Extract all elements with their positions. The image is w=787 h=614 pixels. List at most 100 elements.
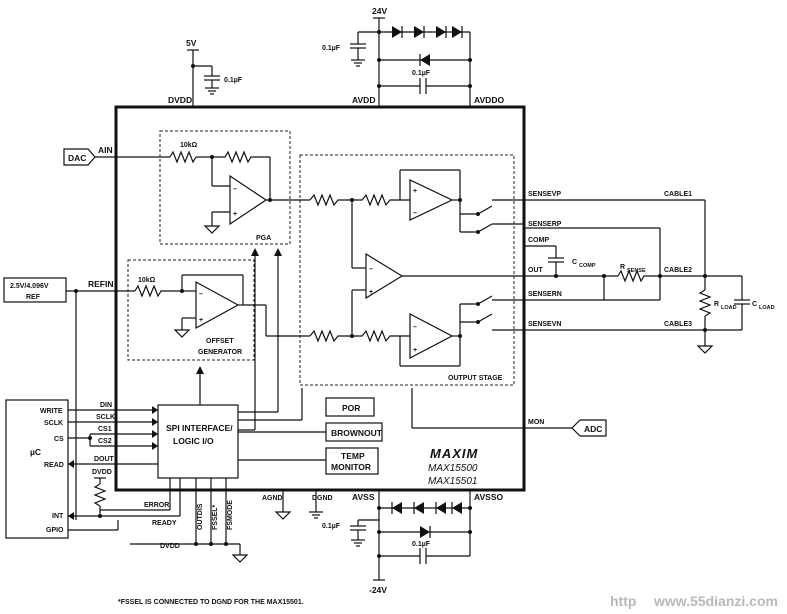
label-adc: ADC: [584, 424, 602, 434]
label-5v: 5V: [186, 38, 197, 48]
part-number-2: MAX15501: [428, 476, 477, 487]
pin-ready: READY: [152, 520, 177, 527]
pin-senserp: SENSERP: [528, 221, 562, 228]
label-neg24v: -24V: [369, 585, 387, 595]
label-output-stage: OUTPUT STAGE: [448, 375, 503, 382]
label-brownout: BROWNOUT: [331, 428, 383, 438]
label-cable2: CABLE2: [664, 267, 692, 274]
label-por: POR: [342, 403, 360, 413]
pin-sensern: SENSERN: [528, 291, 562, 298]
diode-reverse-bottom: [420, 526, 430, 538]
watermark: www.55dianzi.com: [653, 593, 778, 609]
pin-agnd: AGND: [262, 495, 283, 502]
svg-text:+: +: [369, 289, 373, 296]
opamp-sense-p: [409, 179, 454, 221]
label-r-offset: 10kΩ: [138, 277, 156, 284]
label-c-comp: C: [572, 259, 577, 266]
svg-text:–: –: [199, 291, 203, 298]
resistor-os-top-2: [352, 193, 410, 207]
svg-text:–: –: [413, 324, 417, 331]
label-dvdd-bottom: DVDD: [160, 543, 180, 550]
label-uc: µC: [30, 447, 41, 457]
resistor-sense: [617, 269, 705, 283]
pin-dvdd-top: DVDD: [168, 95, 192, 105]
pin-avddo: AVDDO: [474, 95, 504, 105]
pin-avdd: AVDD: [352, 95, 375, 105]
label-cable1: CABLE1: [664, 191, 692, 198]
label-c-avdd-avddo: 0.1µF: [412, 70, 431, 77]
uc-pin-sclk: SCLK: [44, 420, 63, 427]
output-stage-block: [299, 154, 515, 386]
resistor-os-bot-2: [352, 329, 410, 343]
pin-dgnd: DGND: [312, 495, 333, 502]
uc-pin-write: WRITE: [40, 408, 63, 415]
uc-pin-cs: CS: [54, 436, 64, 443]
label-r-load-sub: LOAD: [721, 305, 737, 311]
svg-text:+: +: [413, 347, 417, 354]
resistor-os-bot-1: [309, 329, 352, 343]
diode-reverse-top: [420, 54, 430, 66]
adc-block: [571, 419, 607, 437]
svg-text:+: +: [413, 188, 417, 195]
pin-error: ERROR: [144, 502, 169, 509]
label-ref-line2: REF: [26, 294, 41, 301]
microcontroller-block: [5, 399, 69, 539]
pga-block: [159, 130, 291, 245]
pin-fssel: FSSEL*: [212, 504, 219, 530]
pin-outdis: OUTDIS: [197, 503, 204, 530]
label-dac: DAC: [68, 153, 86, 163]
pin-dout: DOUT: [94, 456, 115, 463]
spi-interface-block: [157, 404, 239, 479]
resistor-load: [698, 289, 712, 317]
part-number-1: MAX15500: [428, 463, 478, 474]
label-r-sense: R: [620, 264, 625, 271]
label-temp-line1: TEMP: [341, 451, 365, 461]
pin-mon: MON: [528, 419, 544, 426]
dac-block: [63, 148, 96, 166]
offset-opamp: [195, 280, 240, 330]
pin-sensevn: SENSEVN: [528, 321, 561, 328]
pin-fsmode: FSMODE: [227, 500, 234, 530]
label-pga: PGA: [256, 235, 271, 242]
pin-sensevp: SENSEVP: [528, 191, 561, 198]
watermark-left: http: [610, 593, 636, 609]
diode-chain-bottom: [392, 502, 402, 514]
label-r-pga: 10kΩ: [180, 142, 198, 149]
label-c-avdd: 0.1µF: [322, 45, 341, 52]
opamp-sense-n: [409, 313, 454, 359]
temp-monitor-block: [325, 447, 379, 475]
uc-pin-read: READ: [44, 462, 64, 469]
label-c-dvdd: 0.1µF: [224, 77, 243, 84]
svg-text:+: +: [233, 211, 237, 218]
pin-comp: COMP: [528, 237, 549, 244]
opamp-driver: [365, 252, 404, 300]
uc-pin-int: INT: [52, 513, 64, 520]
label-spi-line2: LOGIC I/O: [173, 436, 214, 446]
resistor-pullup: [93, 483, 107, 507]
label-offset-line2: GENERATOR: [198, 349, 242, 356]
pin-refin: REFIN: [88, 279, 114, 289]
maxim-logo: MAXIM: [430, 446, 479, 461]
pin-cs1: CS1: [98, 426, 112, 433]
label-c-load: C: [752, 301, 757, 308]
svg-text:–: –: [233, 186, 237, 193]
pin-sclk: SCLK: [96, 414, 115, 421]
pin-avsso: AVSSO: [474, 492, 504, 502]
label-24v: 24V: [372, 6, 387, 16]
label-c-avss-avsso: 0.1µF: [412, 541, 431, 548]
pin-out: OUT: [528, 267, 544, 274]
uc-dvdd: DVDD: [92, 469, 112, 476]
pga-opamp: [229, 174, 268, 226]
label-temp-line2: MONITOR: [331, 462, 371, 472]
por-block: [325, 397, 375, 417]
resistor-os-top-1: [309, 193, 352, 207]
diode-chain-top: [392, 26, 463, 38]
label-c-comp-sub: COMP: [579, 263, 596, 269]
resistor-pga-fb: [212, 150, 270, 164]
label-spi-line1: SPI INTERFACE/: [166, 423, 233, 433]
svg-text:+: +: [199, 317, 203, 324]
svg-text:–: –: [413, 210, 417, 217]
label-c-avss: 0.1µF: [322, 523, 341, 530]
label-r-load: R: [714, 301, 719, 308]
